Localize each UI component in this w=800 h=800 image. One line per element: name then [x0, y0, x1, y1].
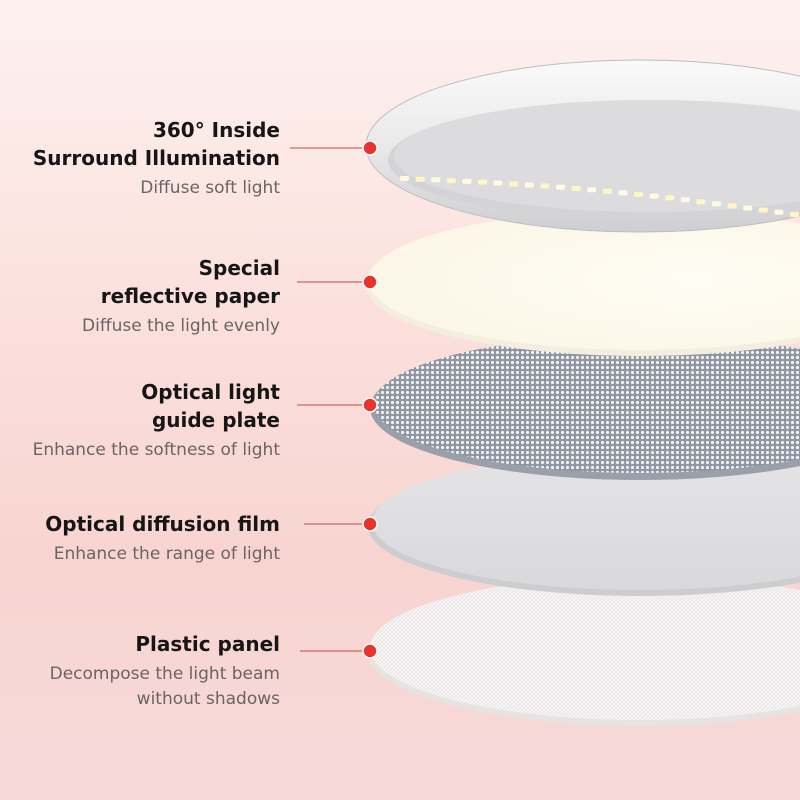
- layer-title-line: Plastic panel: [50, 630, 280, 658]
- layer-description-line: without shadows: [50, 687, 280, 712]
- led-chip: [431, 177, 440, 182]
- red-dot-marker-icon: [363, 275, 377, 289]
- led-chip: [728, 203, 737, 208]
- led-chip: [774, 210, 783, 215]
- layer-description-line: Decompose the light beam: [50, 662, 280, 687]
- layer-description-line: Enhance the softness of light: [33, 438, 280, 463]
- led-rim-frame-layer: [366, 60, 800, 232]
- led-chip: [572, 186, 581, 191]
- layer-description-line: Diffuse soft light: [33, 176, 280, 201]
- red-dot-marker-icon: [363, 517, 377, 531]
- layer-description-line: Enhance the range of light: [45, 542, 280, 567]
- led-chip: [696, 199, 705, 204]
- layer-title-line: Special: [82, 254, 280, 282]
- led-chip: [712, 201, 721, 206]
- led-chip: [681, 197, 690, 202]
- led-chip: [400, 176, 409, 181]
- layer-title-line: 360° Inside: [33, 116, 280, 144]
- red-dot-marker-icon: [363, 398, 377, 412]
- plastic-panel-layer: [368, 576, 800, 726]
- led-chip: [556, 185, 565, 190]
- red-dot-marker-icon: [363, 644, 377, 658]
- layer-description-line: Diffuse the light evenly: [82, 314, 280, 339]
- led-chip: [525, 182, 534, 187]
- led-chip: [650, 194, 659, 199]
- led-chip: [759, 208, 768, 213]
- led-chip: [462, 179, 471, 184]
- layer-description: Enhance the range of light: [45, 542, 280, 567]
- led-chip: [634, 192, 643, 197]
- layer-description: Diffuse the light evenly: [82, 314, 280, 339]
- led-chip: [587, 187, 596, 192]
- layer-title-line: Surround Illumination: [33, 144, 280, 172]
- leader-lines: [290, 141, 377, 658]
- led-chip: [603, 189, 612, 194]
- led-chip: [743, 205, 752, 210]
- layer-title-line: Optical light: [33, 378, 280, 406]
- red-dot-marker-icon: [363, 141, 377, 155]
- led-chip: [618, 190, 627, 195]
- led-chip: [494, 181, 503, 186]
- light-guide-plate-layer: [370, 335, 800, 480]
- layer-title-line: Optical diffusion film: [45, 510, 280, 538]
- reflective-paper-layer: [365, 210, 800, 356]
- layer-title-line: guide plate: [33, 406, 280, 434]
- led-chip: [665, 195, 674, 200]
- led-chip: [478, 180, 487, 185]
- led-chip: [509, 181, 518, 186]
- layer-title-line: reflective paper: [82, 282, 280, 310]
- layer-description: Diffuse soft light: [33, 176, 280, 201]
- layer-description: Enhance the softness of light: [33, 438, 280, 463]
- led-chip: [790, 212, 799, 217]
- led-chip: [447, 178, 456, 183]
- led-chip: [416, 177, 425, 182]
- led-chip: [540, 184, 549, 189]
